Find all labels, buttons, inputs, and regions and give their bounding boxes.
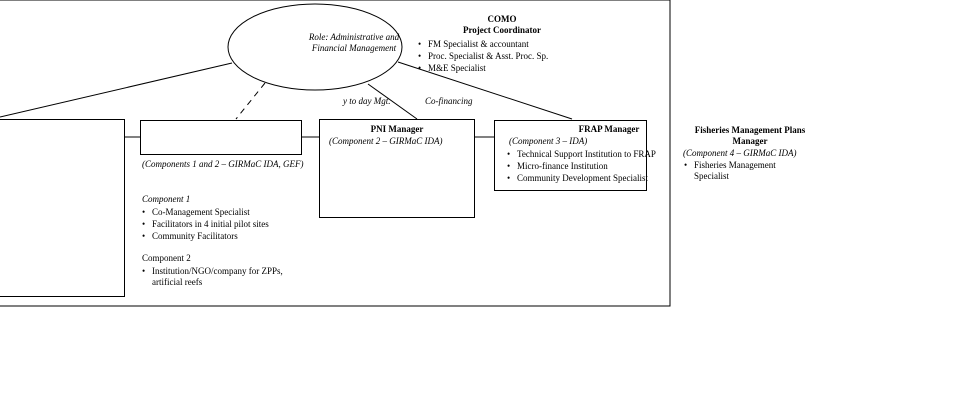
frap-subtitle: (Component 3 – IDA) xyxy=(509,136,588,146)
day-to-day-label: y to day Mgt. xyxy=(343,96,391,106)
coordinator-title: Project Coordinator xyxy=(462,25,542,35)
list-item: M&E Specialist xyxy=(418,63,548,74)
pni-box xyxy=(319,119,475,218)
fmp-title: Fisheries Management Plans Manager xyxy=(694,125,806,146)
coordinator-staff-list: FM Specialist & accountant Proc. Special… xyxy=(418,39,548,74)
comp12-box xyxy=(140,120,302,155)
list-item: Technical Support Institution to FRAP xyxy=(507,149,657,160)
fmp-subtitle: (Component 4 – GIRMaC IDA) xyxy=(683,148,797,158)
list-item: Community Development Specialist xyxy=(507,173,657,184)
comp1-label: Component 1 xyxy=(142,194,191,204)
comp12-header: (Components 1 and 2 – GIRMaC IDA, GEF) xyxy=(142,159,304,169)
list-item: Micro-finance Institution xyxy=(507,161,657,172)
pni-title: PNI Manager xyxy=(370,124,424,134)
frap-staff-list: Technical Support Institution to FRAP Mi… xyxy=(507,149,657,184)
list-item: Facilitators in 4 initial pilot sites xyxy=(142,219,269,230)
list-item: Institution/NGO/company for ZPPs, artifi… xyxy=(142,266,312,288)
comp1-staff-list: Co-Management Specialist Facilitators in… xyxy=(142,207,269,242)
comp2-label: Component 2 xyxy=(142,253,191,263)
fmp-staff-list: Fisheries Management Specialist xyxy=(684,160,794,182)
list-item: Community Facilitators xyxy=(142,231,269,242)
link-coordinator-comp12 xyxy=(235,82,266,120)
comp2-staff-list: Institution/NGO/company for ZPPs, artifi… xyxy=(142,266,312,288)
coordinator-name: COMO xyxy=(487,14,517,24)
pni-subtitle: (Component 2 – GIRMaC IDA) xyxy=(329,136,443,146)
outer-frame xyxy=(0,0,671,307)
left-unit-box xyxy=(0,119,125,297)
coordinator-role: Role: Administrative and Financial Manag… xyxy=(308,32,400,53)
link-coordinator-pni xyxy=(367,83,418,120)
coordinator-ellipse xyxy=(227,3,403,91)
list-item: Proc. Specialist & Asst. Proc. Sp. xyxy=(418,51,548,62)
list-item: Co-Management Specialist xyxy=(142,207,269,218)
link-coordinator-left xyxy=(0,62,233,118)
frap-title: FRAP Manager xyxy=(578,124,640,134)
list-item: Fisheries Management Specialist xyxy=(684,160,794,182)
cofinancing-label: Co-financing xyxy=(425,96,473,106)
list-item: FM Specialist & accountant xyxy=(418,39,548,50)
